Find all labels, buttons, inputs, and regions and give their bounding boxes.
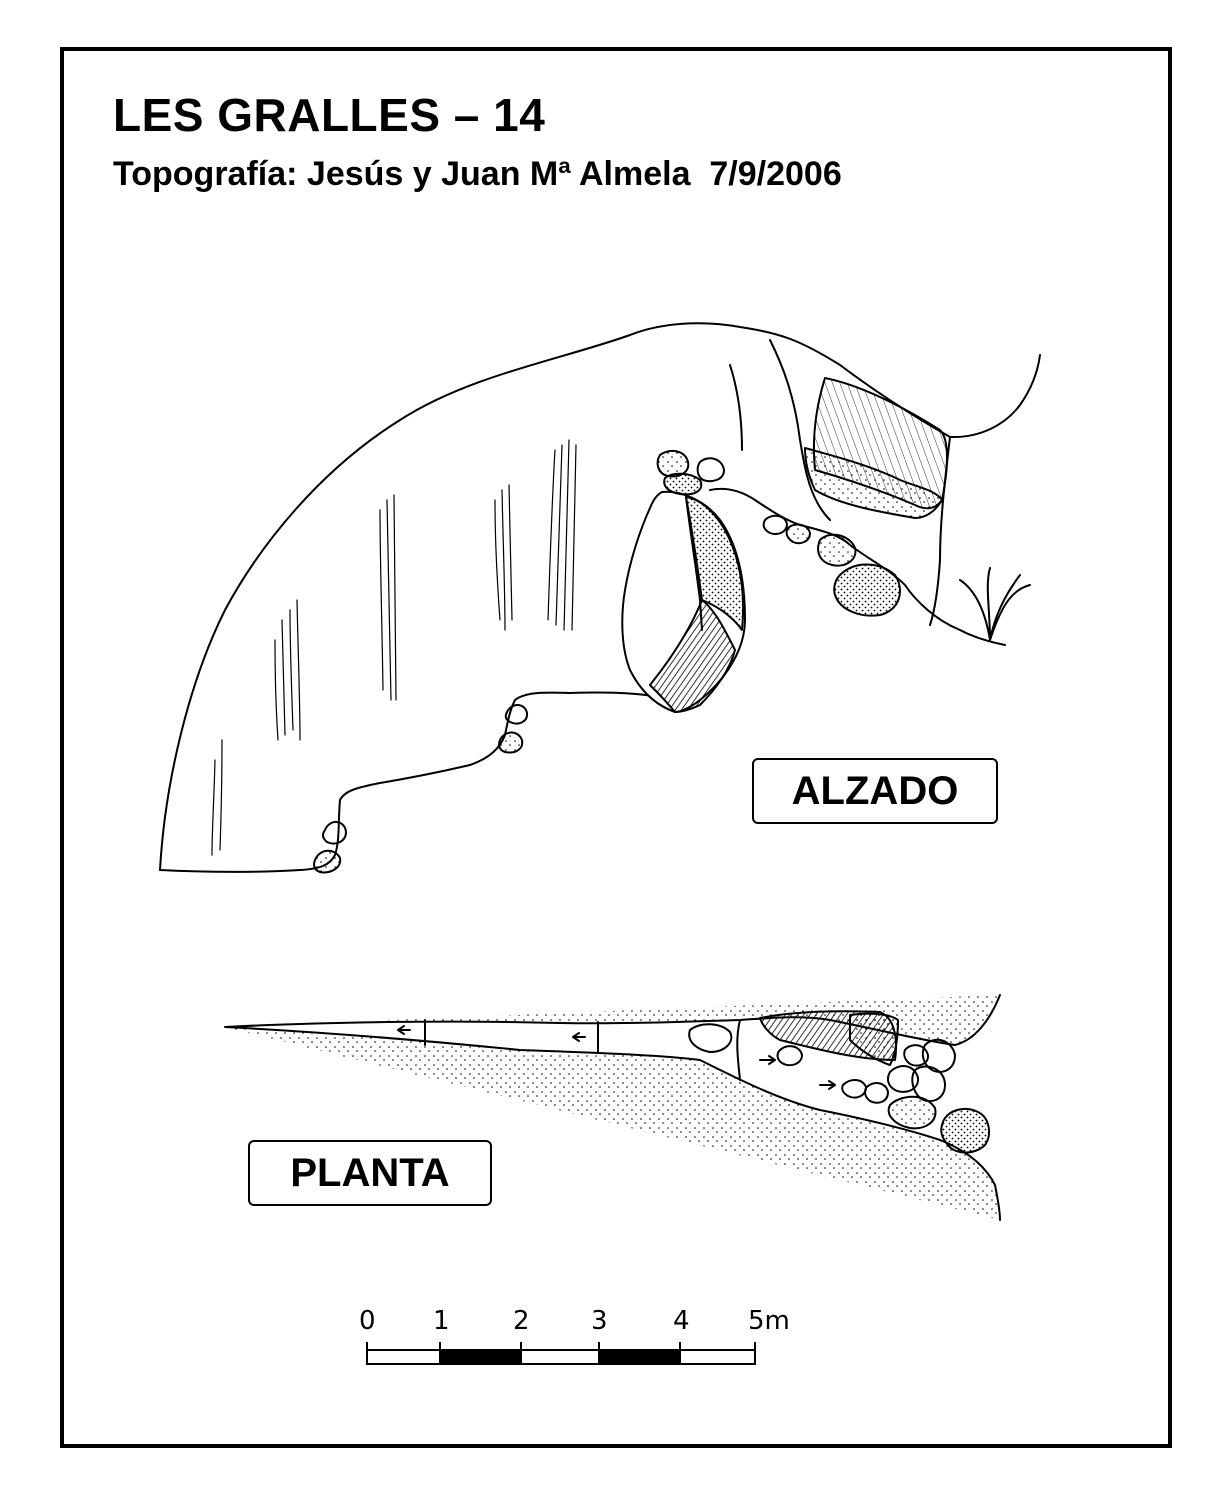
scale-segment-dark-2 — [598, 1349, 681, 1365]
elevation-outline — [159, 322, 1041, 871]
shrub-icon — [959, 567, 1031, 641]
elevation-view — [159, 322, 1041, 874]
scale-segment-dark-1 — [439, 1349, 522, 1365]
cave-title: LES GRALLES – 14 — [113, 89, 546, 141]
scale-tick-label-5: 5m — [748, 1306, 790, 1336]
flow-arrow-icon — [397, 1025, 411, 1035]
scale-tick-label-3: 3 — [591, 1306, 608, 1336]
elevation-floor-left — [159, 691, 661, 873]
scale-tick-label-0: 0 — [359, 1306, 376, 1336]
scale-tick-label-2: 2 — [513, 1306, 530, 1336]
plan-bush-icon — [940, 1107, 991, 1154]
map-frame — [60, 47, 1172, 1448]
boulder-dotted-face — [685, 496, 745, 631]
scale-tick-label-1: 1 — [433, 1306, 450, 1336]
survey-credits: Topografía: Jesús y Juan Mª Almela 7/9/2… — [113, 155, 842, 193]
scale-tick-label-4: 4 — [673, 1306, 690, 1336]
elevation-label: ALZADO — [752, 758, 998, 824]
flow-arrow-icon — [572, 1032, 586, 1042]
plan-view — [224, 994, 1001, 1221]
boulder-shaded-face — [649, 599, 736, 713]
flow-arrow-icon — [759, 1055, 776, 1065]
plan-label: PLANTA — [248, 1140, 492, 1206]
scale-bar — [366, 1342, 756, 1365]
flow-arrow-icon — [819, 1080, 836, 1090]
